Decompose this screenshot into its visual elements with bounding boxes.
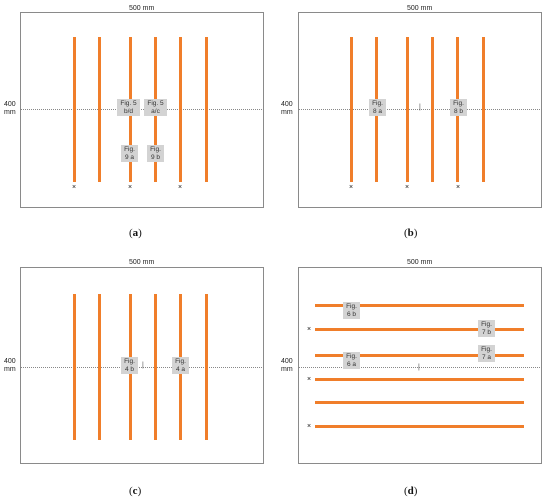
panel-b-frame: [298, 12, 542, 208]
height-label-d: 400 mm: [281, 358, 293, 373]
sensor-marker: ×: [306, 326, 312, 333]
figure-label: Fig. 4 a: [172, 357, 189, 374]
caption-c: (c): [129, 485, 142, 497]
width-label-a: 500 mm: [129, 5, 155, 12]
figure-label: Fig. 8 b: [450, 99, 467, 116]
height-label-a: 400 mm: [4, 101, 16, 116]
panel-b-bar: [431, 37, 434, 182]
caption-d: (d): [404, 485, 418, 497]
panel-a-bar: [98, 37, 101, 182]
panel-c-bar: [73, 294, 76, 440]
sensor-marker: ×: [306, 423, 312, 430]
figure-label: Fig. 6 b: [343, 302, 360, 319]
figure-label: Fig. 9 b: [147, 145, 164, 162]
center-tick: |: [418, 364, 420, 371]
figure-label: Fig. 4 b: [121, 357, 138, 374]
panel-d-bar: [315, 328, 524, 331]
figure-label: Fig. 9 a: [121, 145, 138, 162]
panel-c-midline: [20, 367, 264, 368]
panel-d-midline: [298, 367, 542, 368]
width-label-d: 500 mm: [407, 259, 433, 266]
panel-d-bar: [315, 425, 524, 428]
width-label-b: 500 mm: [407, 5, 433, 12]
panel-b-bar: [482, 37, 485, 182]
panel-a-bar: [205, 37, 208, 182]
sensor-marker: ×: [177, 184, 183, 191]
panel-c-frame: [20, 267, 264, 464]
panel-d-bar: [315, 354, 524, 357]
panel-a-bar: [73, 37, 76, 182]
panel-d-bar: [315, 401, 524, 404]
height-label-c: 400 mm: [4, 358, 16, 373]
caption-a: (a): [129, 227, 142, 239]
sensor-marker: ×: [71, 184, 77, 191]
panel-a-bar: [179, 37, 182, 182]
sensor-marker: ×: [306, 376, 312, 383]
panel-c-bar: [205, 294, 208, 440]
caption-b: (b): [404, 227, 418, 239]
panel-b-midline: [298, 109, 542, 110]
figure-label: Fig. 5 a/c: [144, 99, 167, 116]
height-label-b: 400 mm: [281, 101, 293, 116]
panel-d-bar: [315, 304, 524, 307]
center-tick: |: [419, 104, 421, 111]
panel-a-frame: [20, 12, 264, 208]
panel-b-bar: [406, 37, 409, 182]
figure-label: Fig. 5 b/d: [117, 99, 140, 116]
panel-c-bar: [154, 294, 157, 440]
panel-c-bar: [98, 294, 101, 440]
sensor-marker: ×: [455, 184, 461, 191]
sensor-marker: ×: [348, 184, 354, 191]
sensor-marker: ×: [127, 184, 133, 191]
panel-b-bar: [350, 37, 353, 182]
sensor-marker: ×: [404, 184, 410, 191]
figure-label: Fig. 6 a: [343, 352, 360, 369]
figure-label: Fig. 8 a: [369, 99, 386, 116]
center-tick: |: [142, 362, 144, 369]
panel-a-midline: [20, 109, 264, 110]
width-label-c: 500 mm: [129, 259, 155, 266]
figure-label: Fig. 7 b: [478, 320, 495, 337]
panel-d-bar: [315, 378, 524, 381]
panel-d-frame: [298, 267, 542, 464]
figure-label: Fig. 7 a: [478, 345, 495, 362]
